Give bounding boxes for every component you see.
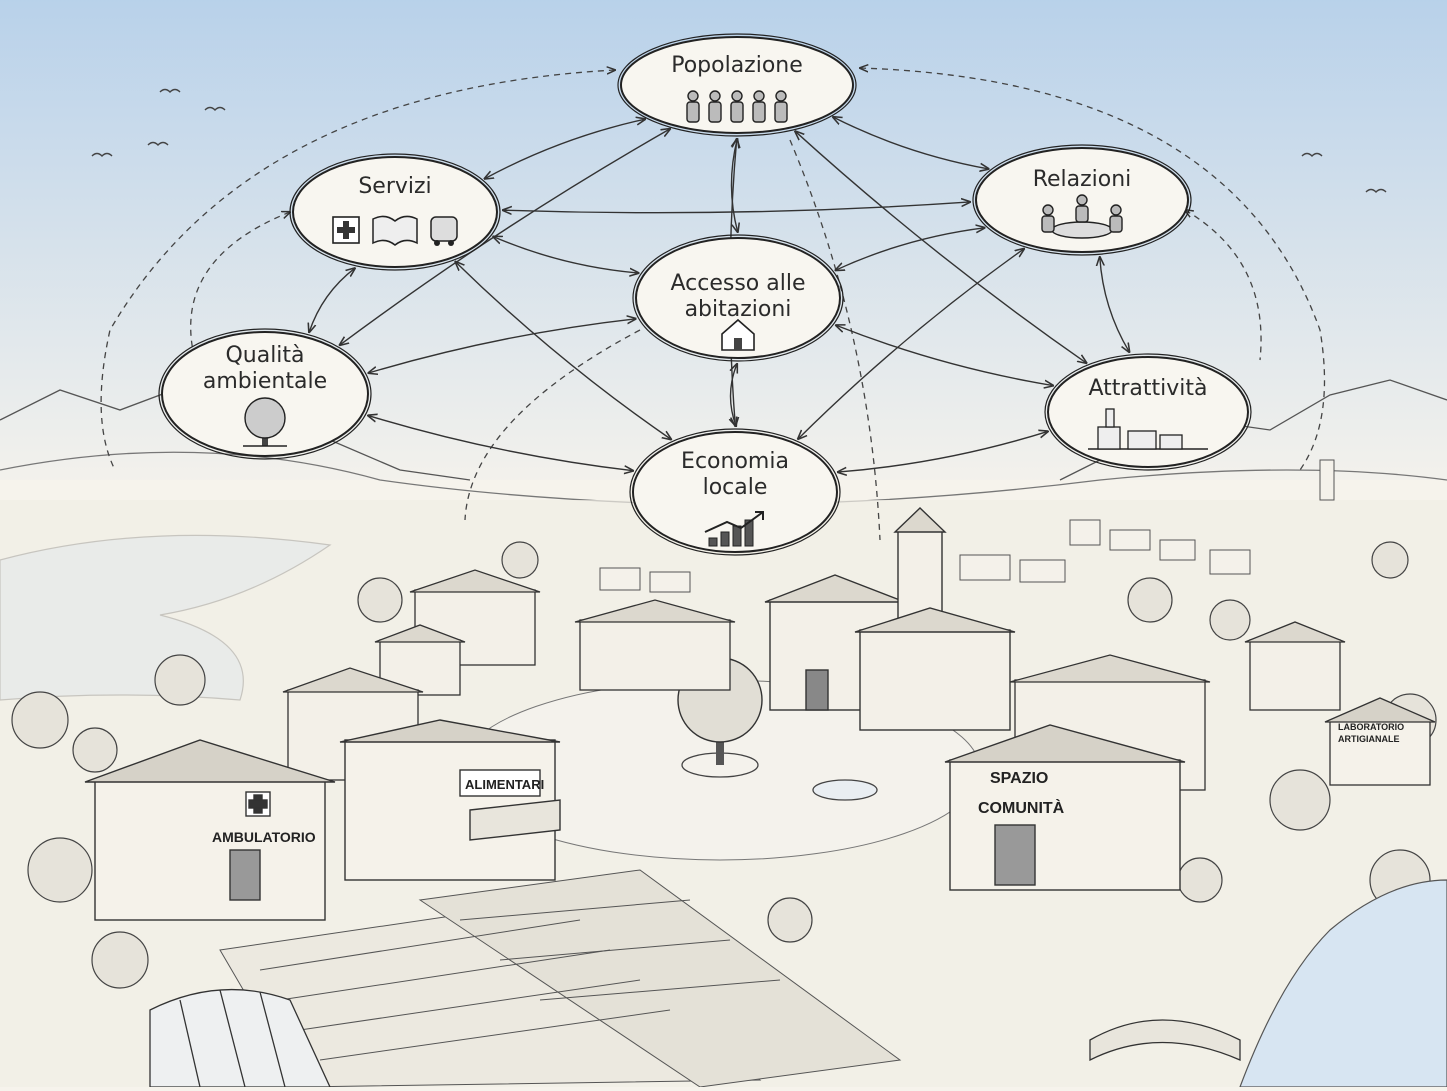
fountain [812,779,878,801]
far-village [599,459,1335,593]
node-economia-label: Economia [681,449,789,474]
node-relazioni-label: Relazioni [1033,167,1132,192]
church [764,507,1016,731]
greenhouse [149,988,332,1088]
node-qualita-label: ambientale [203,369,327,394]
node-popolazione-label: Popolazione [671,53,803,78]
node-relazioni: Relazioni [972,144,1192,256]
node-servizi: Servizi [289,153,501,271]
house-icon [721,318,755,351]
node-relazioni-outline [972,144,1192,256]
node-qualita-label: Qualità [225,343,304,368]
link-servizi-qualita [309,268,355,332]
river [1239,879,1447,1088]
birds [91,88,1387,193]
node-servizi-outline [289,153,501,271]
node-popolazione-outline [617,33,857,137]
link-relazioni-economia [798,249,1024,439]
node-popolazione-ellipse [620,36,854,134]
alimentari-sign: ALIMENTARI [465,777,544,792]
laboratorio-building [1324,697,1436,786]
node-attrattivita-outline [1044,353,1252,471]
spazio-comunita-building [944,724,1186,891]
tree-icon [243,397,287,447]
ambulatorio-sign: AMBULATORIO [212,829,316,845]
link-accesso-economia [730,364,736,426]
node-accesso-ellipse [635,237,841,359]
laboratorio-sign-1: LABORATORIO [1338,722,1404,732]
village-icon [1088,408,1208,450]
node-servizi-label: Servizi [358,174,431,199]
node-attrattivita-label: Attrattività [1088,376,1207,401]
node-popolazione: Popolazione [617,33,857,137]
diagram-links [309,117,1129,472]
spazio-comunita-sign-2: COMUNITÀ [978,798,1065,817]
alimentari-building [339,719,561,881]
node-economia-ellipse [632,431,838,553]
people-icon [686,90,788,123]
link-popolazione-qualita [340,129,670,345]
meeting-table-icon [1041,194,1123,239]
node-accesso-outline [632,234,844,362]
node-economia-label: locale [703,475,768,500]
node-attrattivita: Attrattività [1044,353,1252,471]
spazio-comunita-sign-1: SPAZIO [990,770,1048,787]
link-relazioni-attrattivita [1100,257,1130,352]
link-servizi-relazioni [503,202,970,213]
link-accesso-qualita [368,319,635,373]
node-economia-outline [629,428,841,556]
bridge [1089,1019,1241,1062]
node-attrattivita-ellipse [1047,356,1249,468]
node-accesso-label: abitazioni [685,297,792,322]
growth-chart-icon [704,511,764,547]
node-qualita-ellipse [161,331,369,457]
fields [219,869,902,1088]
services-icons [332,215,458,246]
node-qualita-outline [158,328,372,460]
node-accesso-label: Accesso alle [670,271,805,296]
ambulatorio-building [84,739,336,921]
link-qualita-economia [368,416,633,471]
laboratorio-sign-2: ARTIGIANALE [1338,734,1400,744]
